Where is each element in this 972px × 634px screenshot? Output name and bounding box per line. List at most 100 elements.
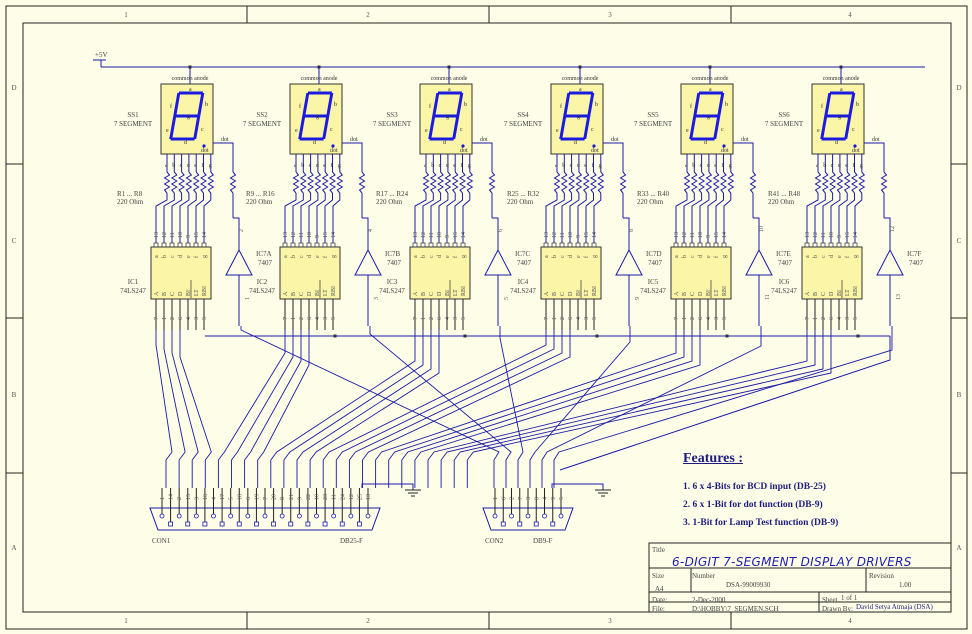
driver-ic-74ls247: [670, 246, 732, 300]
driver-pin-number: 12: [421, 232, 427, 238]
dot-net-label: dot: [741, 137, 749, 143]
buffer-ref: IC7D: [646, 250, 662, 258]
pin-inverter-bubble: [177, 242, 183, 248]
pin-inverter-bubble: [444, 242, 450, 248]
connector-pin: [550, 521, 556, 527]
driver-pin-name: BI: [445, 290, 451, 296]
feature-item: 1. 6 x 4-Bits for BCD input (DB-25): [683, 482, 826, 492]
driver-pin-number: 15: [714, 232, 720, 238]
resistor: [843, 171, 851, 194]
dot-input-wire: [369, 326, 512, 488]
resistor: [329, 171, 336, 194]
driver-pin-name: c: [690, 255, 696, 258]
driver-pin-name: f: [713, 256, 720, 258]
connector-pin-number: 1: [160, 497, 166, 500]
dot-input-wire: [529, 326, 631, 488]
bcd-wire: [453, 330, 824, 488]
driver-pin-number: 1: [552, 317, 558, 320]
file-value: D:\HOBBY\7_SEGMEN.SCH: [692, 605, 779, 613]
segment-c: [713, 116, 721, 139]
driver-pin-number: 15: [845, 232, 851, 238]
driver-pin-name: RBI: [202, 286, 208, 296]
driver-pin-name: a: [805, 255, 811, 258]
wire: [675, 193, 688, 244]
pin-inverter-bubble: [681, 242, 687, 248]
segment-label: d: [443, 140, 446, 146]
pin-inverter-bubble: [828, 242, 834, 248]
driver-pin-name: g: [461, 255, 467, 258]
wire: [569, 193, 580, 244]
segment-pin-name: b: [301, 163, 304, 169]
dot-label: dot: [591, 148, 599, 154]
wire: [723, 193, 732, 244]
driver-pin-number: 14: [592, 232, 598, 238]
bcd-wire: [427, 330, 808, 488]
resistor: [185, 171, 193, 194]
segment-pin-name: b: [692, 163, 695, 169]
dot-wire: [472, 142, 493, 172]
resistor: [207, 171, 215, 194]
segment-pin-name: b: [562, 163, 565, 169]
driver-pin-number: 14: [853, 232, 859, 238]
wire: [715, 193, 724, 244]
resistor-ref: R17 ... R24: [376, 190, 409, 198]
segment-pin-name: g: [468, 163, 471, 169]
buffer-pin-number: 10: [759, 226, 765, 232]
connector-pin: [236, 521, 242, 527]
driver-pin-name: D: [829, 291, 835, 296]
wire: [838, 193, 848, 244]
connector-pin: [357, 521, 362, 527]
dot-wire: [864, 142, 885, 172]
bcd-wire: [414, 330, 701, 488]
size-value: A4: [655, 585, 664, 593]
wire: [284, 193, 297, 244]
wire: [699, 193, 710, 244]
segment-label: e: [686, 128, 689, 134]
driver-pin-name: f: [844, 256, 851, 258]
wire: [308, 193, 319, 244]
driver-pin-name: C: [560, 292, 566, 296]
connector-pin: [525, 513, 531, 519]
driver-pin-number: 1: [291, 317, 297, 320]
segment-label: f: [560, 103, 562, 110]
dot-input-wire: [553, 326, 893, 488]
segment-e: [689, 116, 697, 139]
wire: [691, 193, 703, 244]
connector-pin-number: 2: [510, 497, 516, 500]
connector-pin-number: 5: [559, 497, 565, 500]
driver-ref: IC6: [779, 278, 790, 286]
display-type: 7 SEGMENT: [765, 120, 804, 128]
resistor: [163, 171, 171, 194]
zone-row-label: A: [956, 544, 961, 552]
driver-part: 74LS247: [379, 287, 405, 295]
wire: [462, 193, 471, 244]
driver-pin-name: e: [706, 255, 712, 258]
seven-segment-display: [160, 83, 214, 155]
resistor: [459, 171, 466, 194]
driver-pin-number: 10: [698, 232, 704, 238]
pin-inverter-bubble: [314, 242, 320, 248]
pin-inverter-bubble: [713, 242, 719, 248]
segment-b: [326, 93, 334, 116]
segment-label: g: [577, 114, 580, 120]
date-label: Date:: [652, 596, 668, 604]
connector-pin: [542, 513, 547, 519]
segment-pin-name: d: [838, 163, 841, 169]
pin-inverter-bubble: [201, 242, 207, 248]
date-value: 2-Dec-2000: [692, 596, 726, 604]
driver-pin-name: c: [170, 255, 176, 258]
zone-row-label: A: [11, 544, 16, 552]
driver-pin-name: g: [331, 255, 337, 258]
junction-dot: [463, 334, 467, 338]
segment-pin-name: a: [424, 163, 427, 169]
segment-pin-name: d: [707, 163, 710, 169]
driver-pin-number: 11: [821, 232, 827, 238]
buffer-pin-number: 1: [245, 297, 251, 300]
resistor: [829, 171, 837, 194]
driver-pin-number: 13: [544, 232, 550, 238]
connector-pin-number: 6: [501, 497, 507, 500]
segment-e: [169, 116, 177, 139]
title-block: [648, 542, 952, 613]
buffer-pin-number: 8: [629, 229, 635, 232]
driver-pin-number: 13: [674, 232, 680, 238]
